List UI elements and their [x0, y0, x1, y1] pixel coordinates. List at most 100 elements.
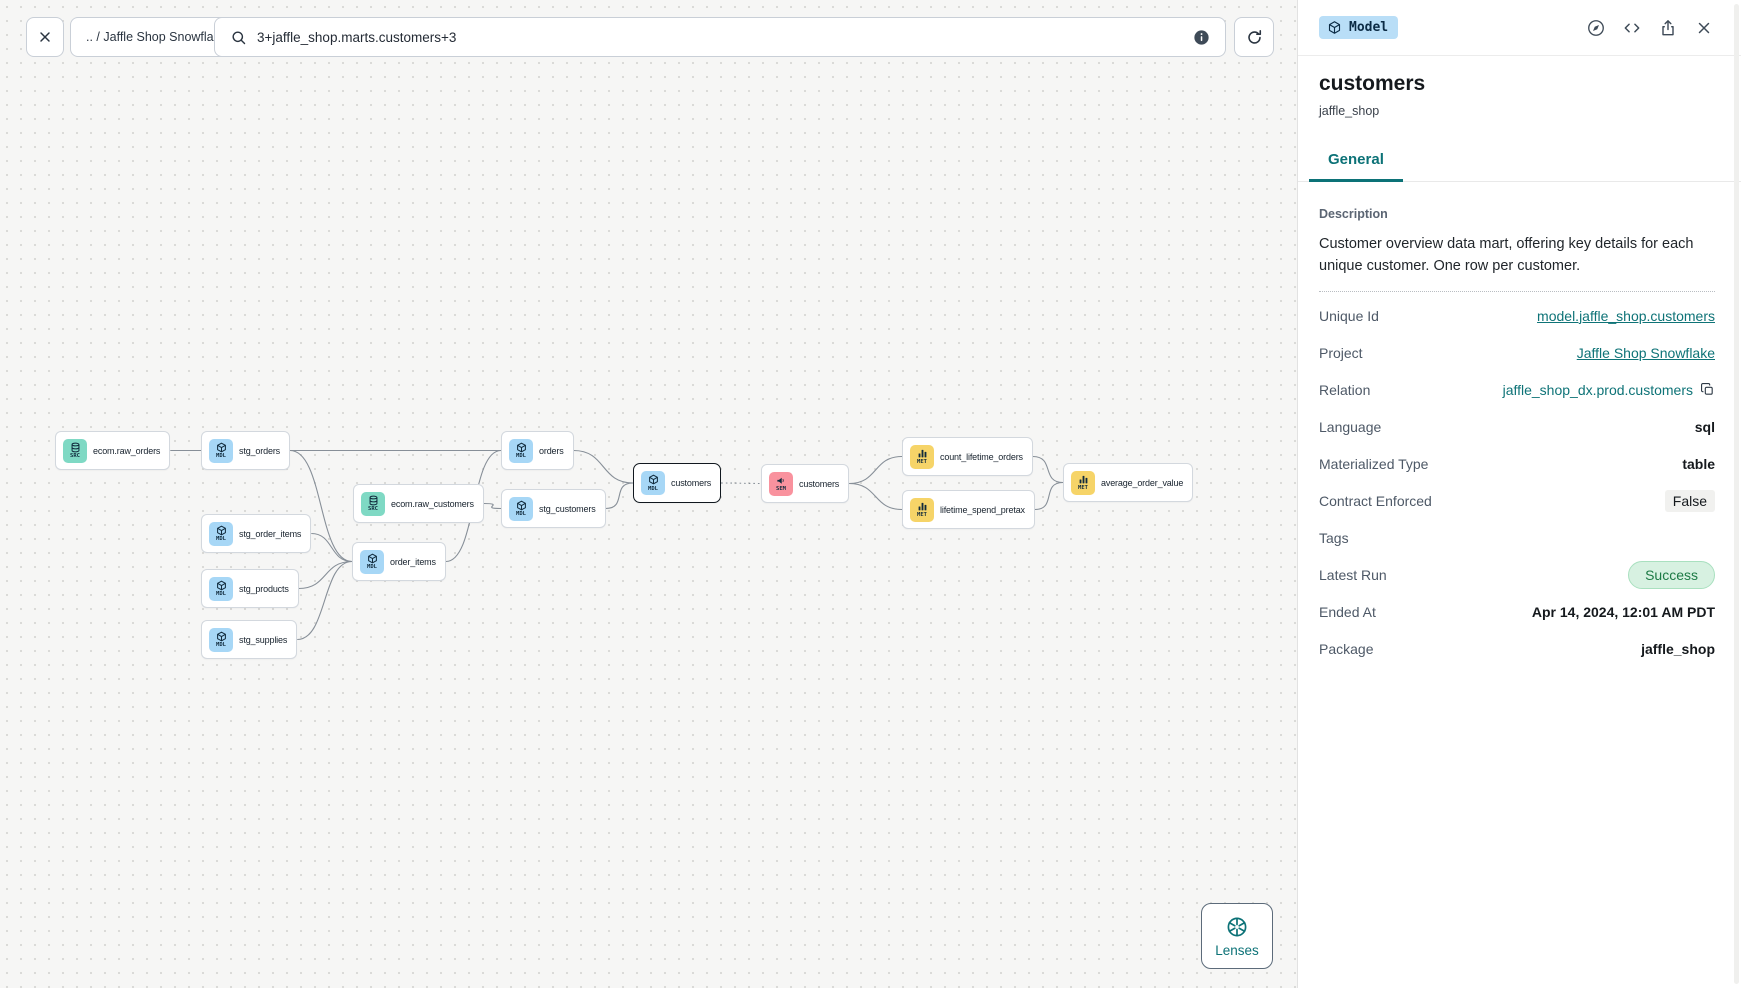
node-type-tag: MDL: [216, 591, 226, 598]
close-icon: [40, 32, 50, 42]
graph-node-orders[interactable]: MDL orders: [501, 431, 574, 470]
edge-customers_sem-to-lifetime_spend_pretax: [849, 482, 903, 511]
view-code-button[interactable]: [1621, 17, 1643, 39]
refresh-button[interactable]: [1234, 17, 1274, 57]
detail-field-row: Project Jaffle Shop Snowflake: [1319, 334, 1715, 371]
node-label: stg_products: [239, 583, 289, 594]
graph-node-stg_order_items[interactable]: MDL stg_order_items: [201, 514, 312, 553]
graph-node-order_items[interactable]: MDL order_items: [352, 542, 446, 581]
node-type-tag: MDL: [367, 564, 377, 571]
graph-node-customers[interactable]: MDL customers: [633, 463, 722, 503]
field-label: Ended At: [1319, 603, 1376, 620]
edge-customers_sem-to-count_lifetime_orders: [849, 455, 903, 485]
graph-node-customers_sem[interactable]: SEM customers: [761, 464, 850, 503]
detail-fields: Unique Id model.jaffle_shop.customers Pr…: [1319, 297, 1715, 667]
copy-icon[interactable]: [1700, 382, 1715, 397]
search-icon: [232, 30, 246, 44]
field-value: Apr 14, 2024, 12:01 AM PDT: [1531, 603, 1715, 620]
node-type-tag: SRC: [70, 453, 80, 460]
field-value: False: [1664, 489, 1715, 512]
node-label: ecom.raw_customers: [391, 498, 474, 509]
node-label: lifetime_spend_pretax: [940, 504, 1025, 515]
node-label: customers: [671, 478, 712, 488]
share-icon: [1662, 19, 1674, 35]
breadcrumb-label: .. / Jaffle Shop Snowflake: [86, 30, 227, 44]
detail-field-row: Package jaffle_shop: [1319, 630, 1715, 667]
graph-node-stg_products[interactable]: MDL stg_products: [201, 569, 299, 608]
cube-icon: MDL: [209, 521, 233, 546]
detail-field-row: Ended At Apr 14, 2024, 12:01 AM PDT: [1319, 593, 1715, 630]
node-type-tag: MDL: [216, 536, 226, 543]
cube-icon: MDL: [509, 438, 533, 463]
edge-lifetime_spend_pretax-to-average_order_value: [1034, 481, 1064, 511]
cube-icon: MDL: [641, 471, 665, 495]
field-label: Contract Enforced: [1319, 492, 1432, 509]
status-badge: Success: [1628, 560, 1715, 589]
lens-aperture-icon: [1227, 917, 1247, 936]
refresh-icon: [1247, 29, 1261, 44]
node-type-tag: SEM: [776, 486, 786, 493]
node-type-tag: MET: [917, 512, 927, 519]
field-label: Project: [1319, 344, 1363, 361]
explore-lineage-button[interactable]: [1585, 17, 1607, 39]
lineage-search[interactable]: [214, 17, 1226, 57]
field-value: model.jaffle_shop.customers: [1537, 308, 1715, 324]
panel-scrollbar[interactable]: [1734, 4, 1739, 984]
edge-stg_supplies-to-order_items: [297, 560, 353, 641]
graph-node-lifetime_spend_pretax[interactable]: MET lifetime_spend_pretax: [902, 490, 1035, 529]
node-label: ecom.raw_orders: [93, 445, 161, 456]
edge-stg_products-to-order_items: [298, 560, 353, 590]
bar-chart-icon: MET: [1071, 470, 1095, 495]
node-label: stg_order_items: [239, 528, 302, 539]
graph-node-raw_customers[interactable]: SRC ecom.raw_customers: [353, 484, 484, 523]
graph-node-stg_orders[interactable]: MDL stg_orders: [201, 431, 291, 470]
field-value: Jaffle Shop Snowflake: [1577, 345, 1715, 361]
edge-raw_customers-to-stg_customers: [483, 502, 502, 510]
node-label: customers: [799, 478, 840, 489]
field-label: Package: [1319, 640, 1374, 657]
info-icon[interactable]: [1192, 28, 1211, 47]
graph-node-raw_orders[interactable]: SRC ecom.raw_orders: [55, 431, 171, 470]
node-type-tag: MDL: [516, 453, 526, 460]
field-value-link[interactable]: Jaffle Shop Snowflake: [1576, 344, 1715, 361]
node-label: stg_orders: [239, 445, 281, 456]
cube-icon: MDL: [209, 438, 233, 463]
field-value: sql: [1694, 418, 1715, 435]
node-type-tag: SRC: [368, 506, 378, 513]
share-button[interactable]: [1657, 17, 1679, 39]
page-title: customers: [1319, 72, 1426, 95]
close-panel-button[interactable]: [1693, 17, 1715, 39]
close-lineage-button[interactable]: [26, 17, 64, 57]
node-label: count_lifetime_orders: [940, 451, 1023, 462]
graph-node-count_lifetime_orders[interactable]: MET count_lifetime_orders: [902, 437, 1033, 476]
detail-field-row: Materialized Type table: [1319, 445, 1715, 482]
database-icon: SRC: [63, 438, 87, 463]
node-label: order_items: [390, 556, 436, 567]
relation-value: jaffle_shop_dx.prod.customers: [1502, 381, 1693, 398]
close-icon: [1698, 22, 1710, 33]
cube-icon: MDL: [360, 549, 384, 574]
field-label: Relation: [1319, 381, 1371, 398]
bar-chart-icon: MET: [910, 444, 934, 469]
field-label: Tags: [1319, 529, 1349, 546]
tab-general[interactable]: General: [1309, 151, 1403, 182]
node-type-tag: MDL: [516, 511, 526, 518]
edge-stg_customers-to-customers: [605, 482, 634, 510]
field-value-link[interactable]: model.jaffle_shop.customers: [1537, 307, 1715, 324]
field-value: Success: [1628, 560, 1715, 589]
node-label: orders: [539, 445, 564, 456]
edge-count_lifetime_orders-to-average_order_value: [1032, 455, 1064, 484]
field-label: Latest Run: [1319, 566, 1387, 583]
lenses-button[interactable]: Lenses: [1201, 903, 1273, 969]
node-type-tag: MDL: [216, 642, 226, 649]
search-input[interactable]: [257, 29, 1192, 45]
bar-chart-icon: MET: [910, 497, 934, 522]
field-value: jaffle_shop_dx.prod.customers: [1503, 382, 1715, 398]
divider: [1319, 291, 1715, 292]
field-label: Language: [1319, 418, 1382, 435]
node-type-tag: MET: [1078, 485, 1088, 492]
